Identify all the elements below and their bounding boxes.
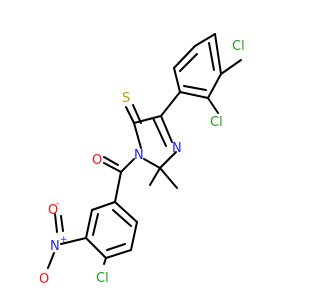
molecule-structure-diagram: Cl Cl N S N O O - N + O Cl [39, 33, 245, 287]
bond [105, 249, 132, 259]
chlorine-atom-label: Cl [210, 115, 223, 130]
bond [143, 158, 161, 169]
bond [183, 85, 207, 91]
atom-labels: Cl Cl N S N O O - N + O Cl [39, 39, 245, 287]
bond [114, 171, 122, 203]
bond [85, 237, 107, 259]
oxygen-atom-label: O [48, 203, 58, 218]
bond [207, 97, 219, 114]
sulfur-atom-label: S [122, 91, 130, 106]
bond [220, 59, 242, 75]
bond [159, 167, 178, 189]
bond [149, 167, 161, 186]
chlorine-atom-label: Cl [96, 271, 109, 286]
bond [160, 91, 181, 117]
bond [106, 243, 126, 251]
bond-lines [47, 33, 242, 269]
nitrogen-atom-label: N [172, 141, 182, 156]
oxygen-atom-label: O [39, 272, 49, 287]
bond [103, 257, 107, 265]
bond [179, 53, 198, 72]
bond [133, 122, 142, 149]
bond [159, 151, 177, 169]
bond [92, 213, 99, 236]
bond [114, 201, 138, 223]
chlorine-atom-label: Cl [232, 39, 245, 54]
bond [208, 42, 215, 71]
bond [132, 104, 142, 124]
positive-charge-label: + [60, 235, 68, 245]
bond [133, 115, 162, 124]
bond [179, 91, 209, 99]
oxygen-atom-label: O [92, 153, 102, 168]
bond [47, 252, 55, 269]
bond [103, 162, 122, 173]
bond [207, 73, 222, 99]
bond [152, 117, 167, 147]
bond [60, 215, 64, 232]
bond [120, 158, 135, 173]
bond [91, 201, 116, 211]
bond [125, 106, 135, 124]
negative-charge-label: - [56, 199, 59, 209]
bond [214, 33, 222, 75]
bond [112, 209, 132, 227]
bond [173, 67, 181, 93]
bond [60, 237, 87, 245]
bond [85, 209, 93, 239]
nitrogen-atom-label: N [134, 148, 144, 163]
bond [130, 221, 138, 251]
bond [103, 156, 119, 166]
bond [160, 115, 173, 143]
nitrogen-atom-label: N [50, 239, 60, 254]
bond [54, 213, 58, 233]
bond [194, 33, 216, 47]
bond [173, 45, 196, 69]
